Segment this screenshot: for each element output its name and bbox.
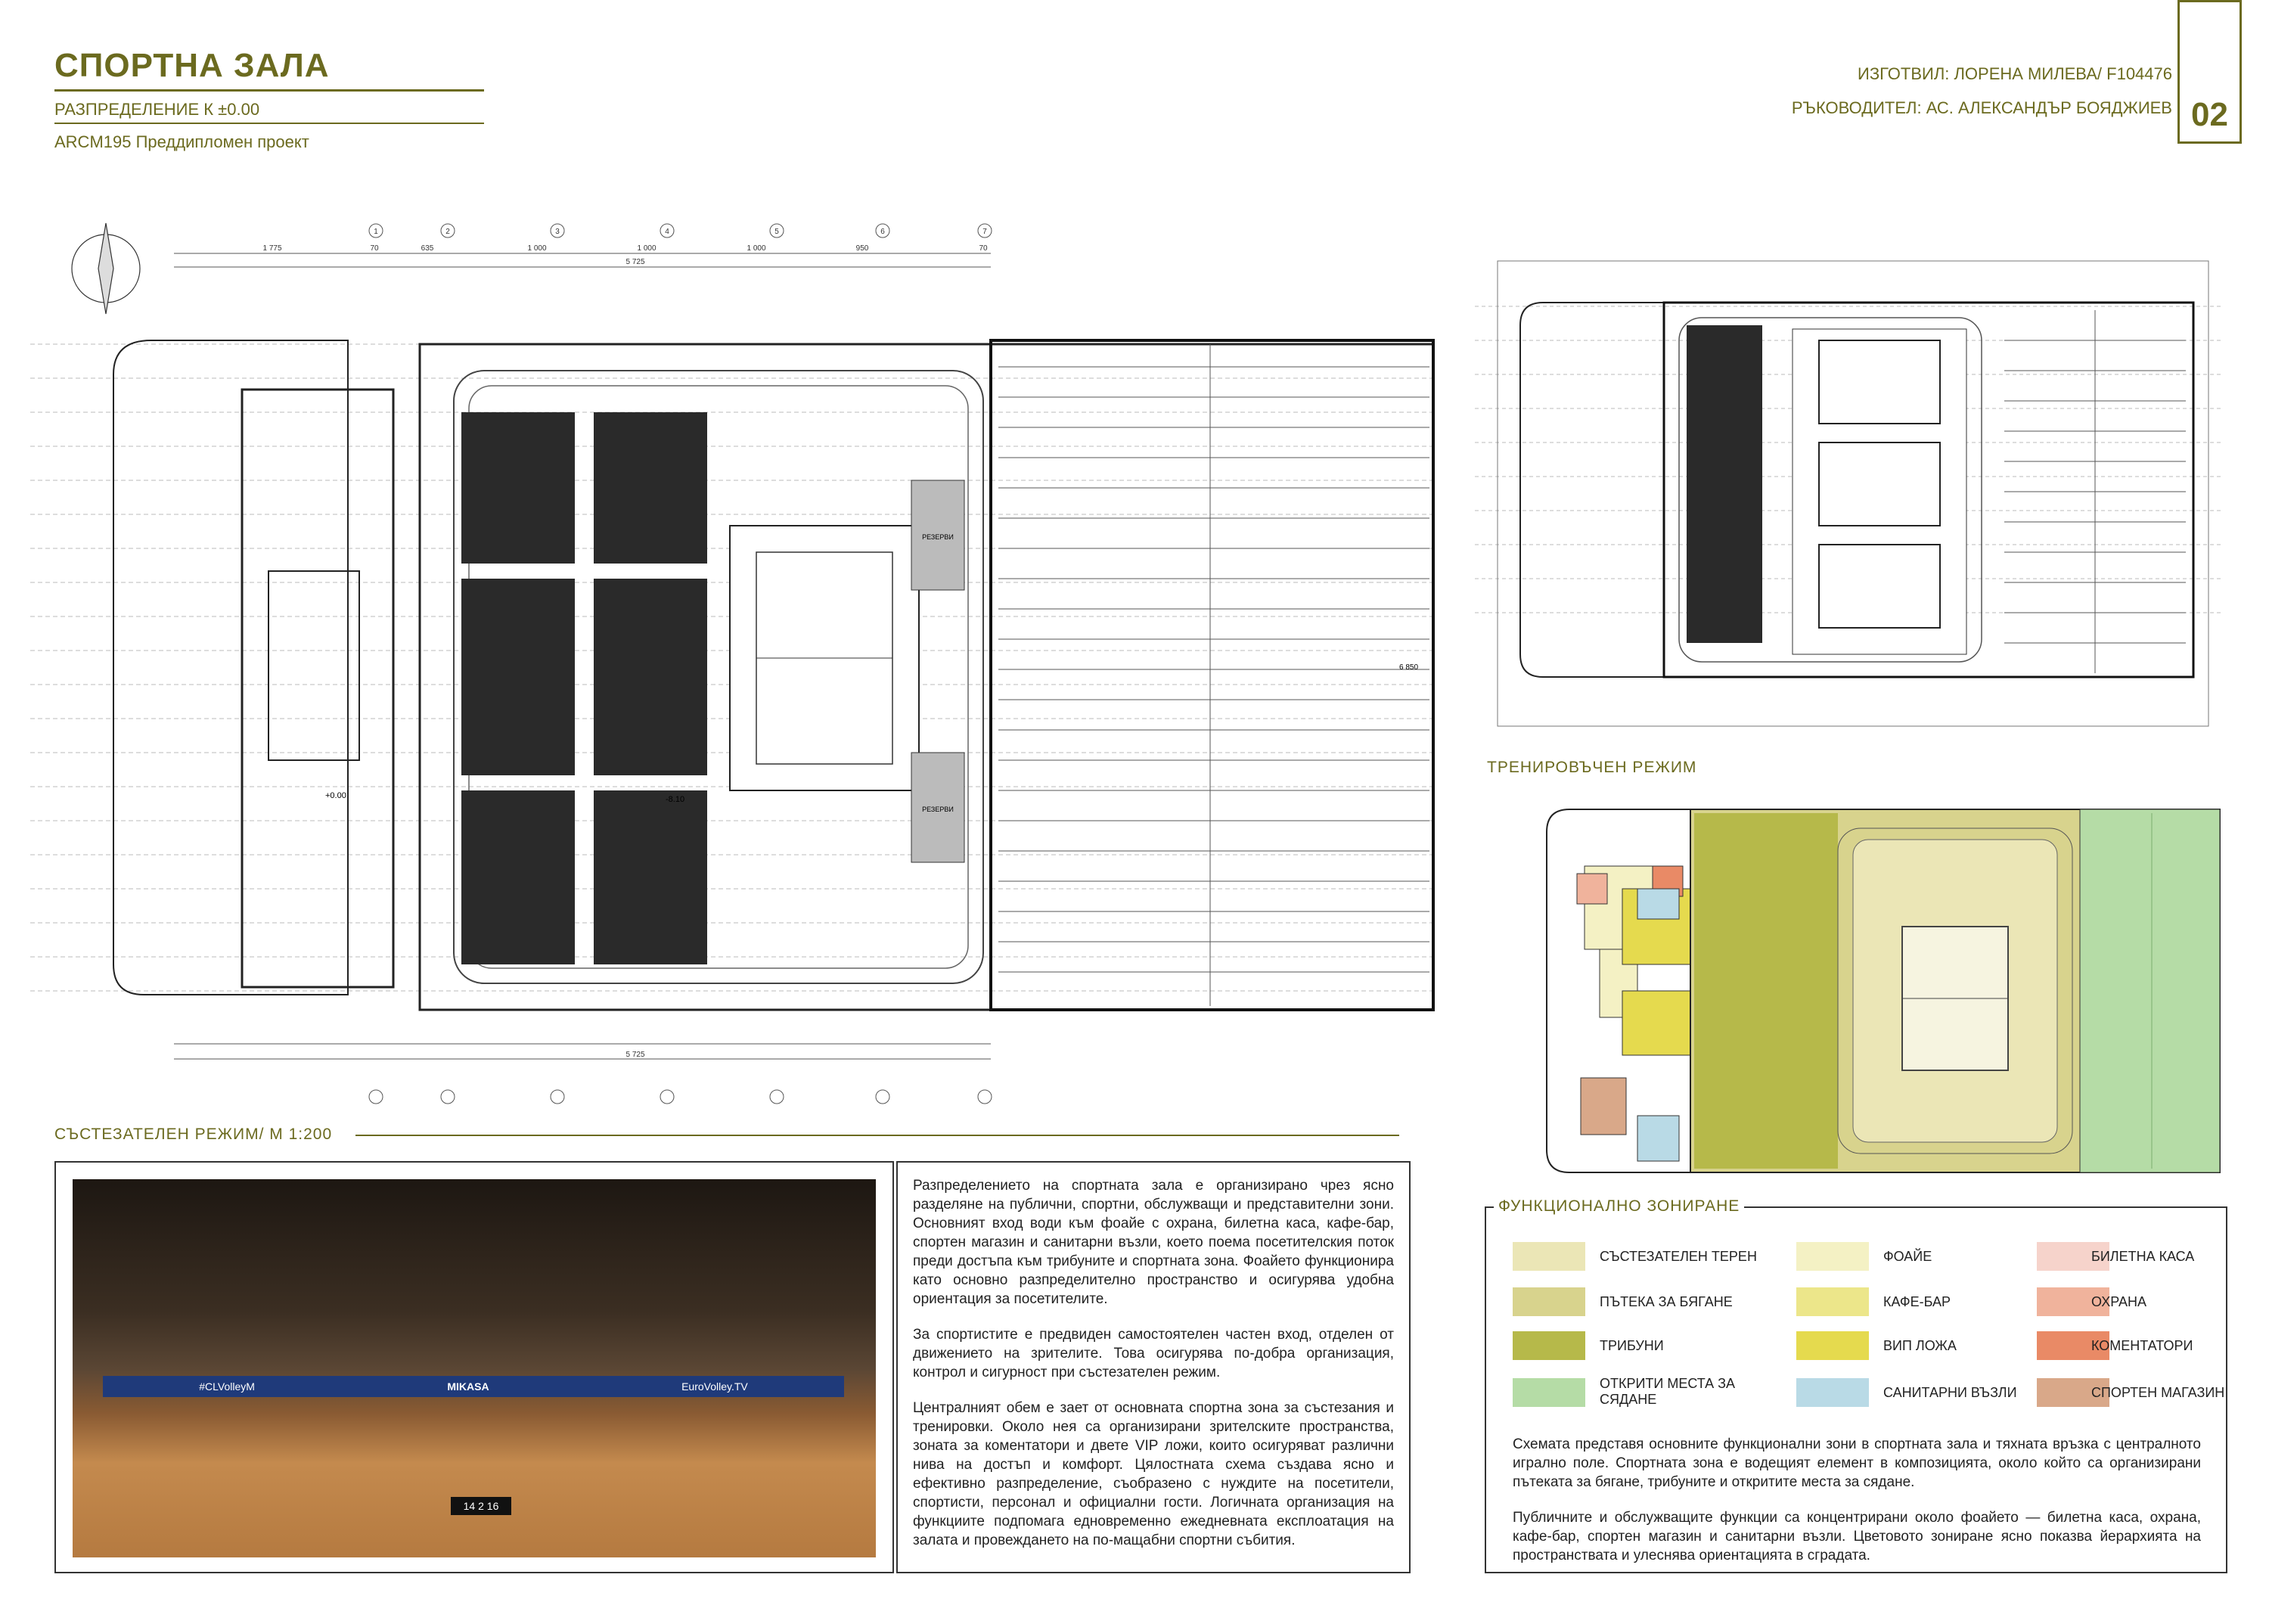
legend-label-foyer: ФОАЙЕ <box>1883 1249 1932 1264</box>
level-label-pit: -8.10 <box>666 795 684 804</box>
axis-4: 4 <box>665 228 669 236</box>
legend-swatch-tribunes <box>1513 1331 1585 1360</box>
dim-top-7: 950 <box>856 244 869 253</box>
main-floor-plan: 1 775 70 635 1 000 1 000 1 000 950 70 5 … <box>30 222 1437 1104</box>
dim-total-top: 5 725 <box>625 258 644 266</box>
description-paragraph-2: За спортистите е предвиден самостоятелен… <box>913 1327 1394 1380</box>
title-underline <box>54 89 484 92</box>
author-label: ИЗГОТВИЛ: ЛОРЕНА МИЛЕВА/ F104476 <box>1858 64 2172 83</box>
legend-swatch-competition-field <box>1513 1242 1585 1271</box>
dim-top-6: 1 000 <box>747 244 765 253</box>
legend-swatch-running-track <box>1513 1287 1585 1316</box>
description-paragraph-1: Разпределението на спортната зала е орга… <box>913 1178 1394 1307</box>
legend-label-cafe-bar: КАФЕ-БАР <box>1883 1294 1951 1309</box>
training-floor-plan <box>1475 260 2224 727</box>
legend-swatch-ticket-office <box>2037 1242 2109 1271</box>
page-subtitle: РАЗПРЕДЕЛЕНИЕ К ±0.00 <box>54 100 260 119</box>
axis-1: 1 <box>374 228 378 236</box>
arena-render-photo: #CLVolleyM MIKASA EuroVolley.TV 14 2 16 <box>73 1179 876 1557</box>
axis-5: 5 <box>774 228 779 236</box>
legend-swatch-commentators <box>2037 1331 2109 1360</box>
banner-hashtag: #CLVolleyM <box>199 1380 255 1393</box>
description-panel: Разпределението на спортната зала е орга… <box>896 1161 1411 1573</box>
reserve-label-2: РЕЗЕРВИ <box>922 806 954 813</box>
description-paragraph-3: Централният обем е зает от основната спо… <box>913 1400 1394 1548</box>
axis-2: 2 <box>445 228 450 236</box>
legend-label-tribunes: ТРИБУНИ <box>1600 1338 1664 1353</box>
leader-label: РЪКОВОДИТЕЛ: АС. АЛЕКСАНДЪР БОЯДЖИЕВ <box>1791 98 2172 117</box>
dim-top-1: 1 775 <box>262 244 281 253</box>
legend-label-vip-lodge: ВИП ЛОЖА <box>1883 1338 1957 1353</box>
legend-label-sport-shop: СПОРТЕН МАГАЗИН <box>2091 1385 2225 1400</box>
page-number-box: 02 <box>2177 0 2242 144</box>
competition-mode-label: СЪСТЕЗАТЕЛЕН РЕЖИМ/ М 1:200 <box>54 1126 333 1143</box>
axis-7: 7 <box>982 228 987 236</box>
legend-label-sanitary: САНИТАРНИ ВЪЗЛИ <box>1883 1385 2017 1400</box>
banner-mikasa: MIKASA <box>447 1380 489 1393</box>
legend-label-open-seating: ОТКРИТИ МЕСТА ЗА СЯДАНЕ <box>1600 1376 1736 1407</box>
dim-top-5: 1 000 <box>637 244 656 253</box>
legend-label-ticket-office: БИЛЕТНА КАСА <box>2091 1249 2195 1264</box>
dim-total-bottom: 5 725 <box>625 1051 644 1059</box>
axis-3: 3 <box>555 228 560 236</box>
competition-mode-rule <box>355 1135 1399 1136</box>
legend-label-commentators: КОМЕНТАТОРИ <box>2091 1338 2193 1353</box>
legend-swatch-security <box>2037 1287 2109 1316</box>
dim-top-8: 70 <box>979 244 988 253</box>
legend-swatch-sanitary <box>1796 1378 1869 1407</box>
functional-zoning-label: ФУНКЦИОНАЛНО ЗОНИРАНЕ <box>1494 1197 1745 1216</box>
training-mode-label: ТРЕНИРОВЪЧЕН РЕЖИМ <box>1487 759 1697 776</box>
dim-top-2: 70 <box>370 244 379 253</box>
legend-paragraph-1: Схемата представя основните функционални… <box>1513 1436 2201 1490</box>
level-label: +0.00 <box>325 791 346 800</box>
page-number: 02 <box>2191 96 2228 133</box>
zoning-plan <box>1546 809 2221 1173</box>
legend-label-running-track: ПЪТЕКА ЗА БЯГАНЕ <box>1600 1294 1733 1309</box>
dim-top-3: 635 <box>421 244 434 253</box>
legend-swatch-sport-shop <box>2037 1378 2109 1407</box>
banner-eurovolley: EuroVolley.TV <box>681 1380 748 1393</box>
legend-paragraph-2: Публичните и обслужващите функции са кон… <box>1513 1510 2201 1563</box>
legend-swatch-cafe-bar <box>1796 1287 1869 1316</box>
legend-swatch-vip-lodge <box>1796 1331 1869 1360</box>
render-panel: #CLVolleyM MIKASA EuroVolley.TV 14 2 16 <box>54 1161 894 1573</box>
legend-label-competition-field: СЪСТЕЗАТЕЛЕН ТЕРЕН <box>1600 1249 1757 1264</box>
page-title: СПОРТНА ЗАЛА <box>54 47 330 84</box>
reserve-label-1: РЕЗЕРВИ <box>922 533 954 541</box>
course-label: ARCM195 Преддипломен проект <box>54 132 309 151</box>
subtitle-underline <box>54 123 484 124</box>
ad-board: #CLVolleyM MIKASA EuroVolley.TV <box>103 1376 844 1397</box>
legend-swatch-foyer <box>1796 1242 1869 1271</box>
scoreboard: 14 2 16 <box>451 1497 511 1515</box>
side-dim: 6 850 <box>1399 663 1418 672</box>
legend-panel: ФУНКЦИОНАЛНО ЗОНИРАНЕ СЪСТЕЗАТЕЛЕН ТЕРЕН… <box>1485 1197 2227 1573</box>
legend-label-security: ОХРАНА <box>2091 1294 2147 1309</box>
dim-top-4: 1 000 <box>527 244 546 253</box>
legend-swatch-open-seating <box>1513 1378 1585 1407</box>
axis-6: 6 <box>880 228 885 236</box>
